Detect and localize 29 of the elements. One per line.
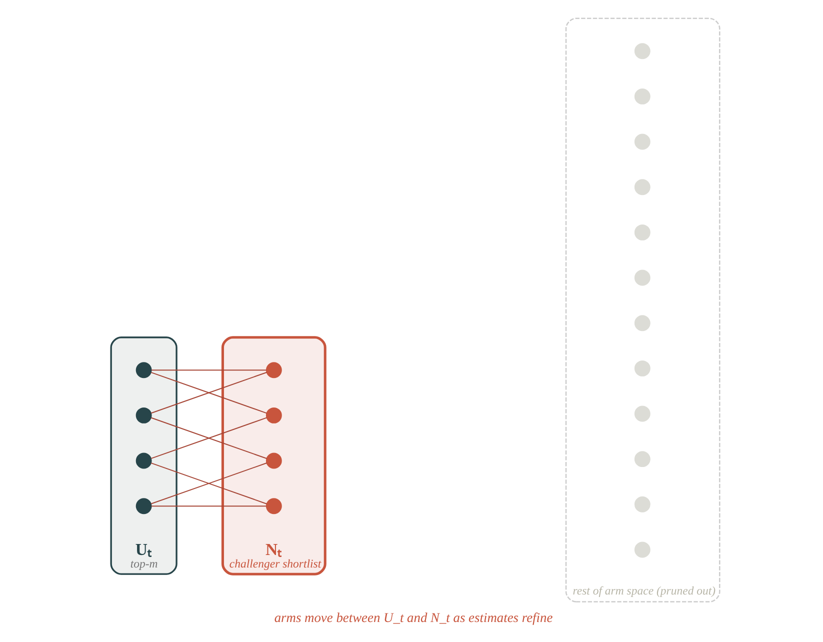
- connector: [151, 506, 266, 507]
- cluster: Uₜ top-m: [110, 336, 177, 575]
- node-circle: [135, 498, 152, 514]
- node-circle: [634, 406, 650, 422]
- node-circle: [634, 224, 650, 240]
- node-circle: [135, 407, 152, 424]
- node-circle: [634, 270, 650, 286]
- node-circle: [634, 315, 650, 332]
- node-circle: [634, 43, 650, 60]
- node-circle: [135, 452, 152, 469]
- node-circle: [634, 134, 650, 150]
- cluster: rest of arm space (pruned out): [564, 18, 720, 602]
- node-circle: [634, 360, 650, 376]
- node-circle: [634, 88, 650, 104]
- node-circle: [265, 407, 282, 424]
- connector: [150, 372, 266, 414]
- connector: [150, 462, 266, 504]
- node-circle: [135, 362, 152, 378]
- node-circle: [634, 179, 650, 196]
- cluster: Nₜ challenger shortlist: [220, 336, 326, 576]
- node-circle: [265, 498, 282, 514]
- caption: arms move between U_t and N_t as estimates refine: [274, 610, 552, 625]
- connector: [150, 417, 266, 459]
- node-circle: [634, 496, 650, 512]
- node-circle: [265, 452, 282, 469]
- node-circle: [634, 451, 650, 468]
- connector: [151, 370, 266, 371]
- node-circle: [265, 362, 282, 378]
- node-circle: [634, 542, 650, 558]
